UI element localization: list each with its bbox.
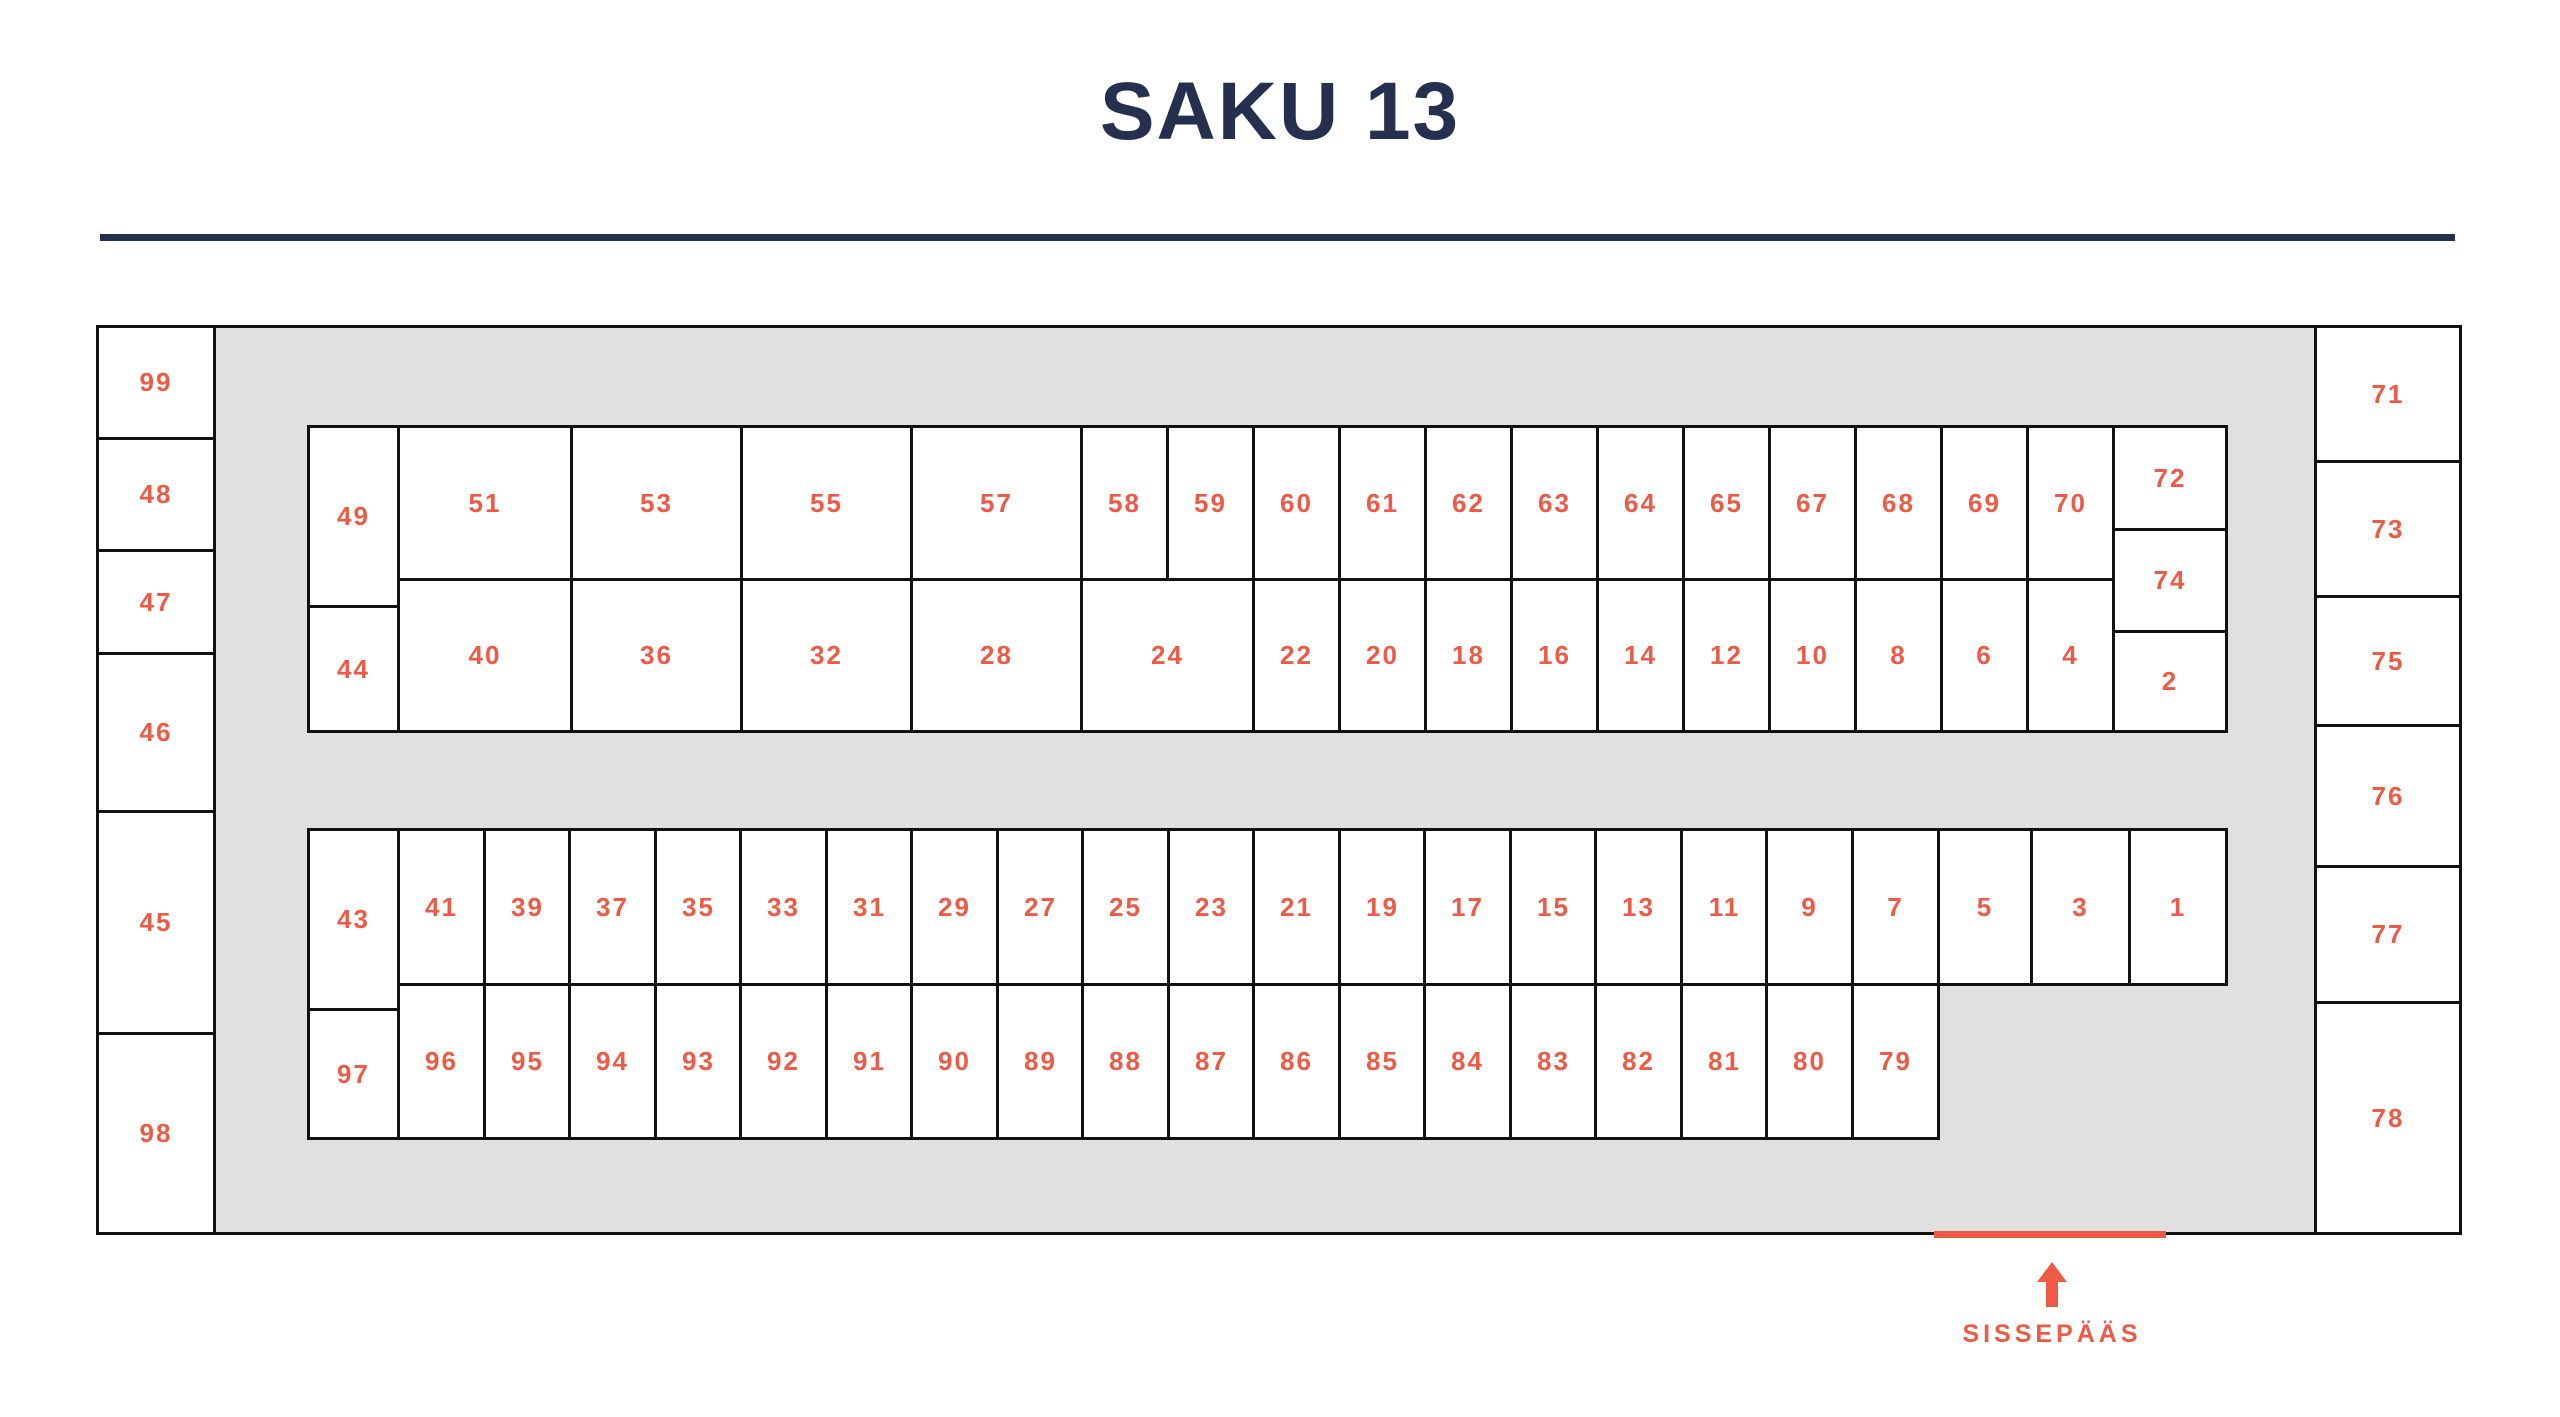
booth-32: 32 [740,578,913,733]
booth-46: 46 [96,652,216,813]
booth-33: 33 [739,828,828,986]
booth-8: 8 [1854,578,1943,733]
booth-86: 86 [1252,983,1341,1140]
booth-7: 7 [1851,828,1940,986]
booth-23: 23 [1167,828,1256,986]
booth-47: 47 [96,549,216,655]
booth-88: 88 [1081,983,1170,1140]
booth-28: 28 [910,578,1083,733]
booth-67: 67 [1768,425,1857,581]
title-divider [100,234,2455,241]
booth-31: 31 [825,828,914,986]
booth-94: 94 [568,983,657,1140]
booth-40: 40 [397,578,573,733]
booth-70: 70 [2026,425,2115,581]
entrance-gap-line [1934,1231,2166,1238]
booth-22: 22 [1252,578,1341,733]
booth-10: 10 [1768,578,1857,733]
booth-4: 4 [2026,578,2115,733]
booth-81: 81 [1680,983,1769,1140]
booth-62: 62 [1424,425,1513,581]
booth-19: 19 [1338,828,1427,986]
booth-11: 11 [1680,828,1769,986]
booth-87: 87 [1167,983,1256,1140]
booth-90: 90 [910,983,999,1140]
booth-21: 21 [1252,828,1341,986]
booth-18: 18 [1424,578,1513,733]
booth-2: 2 [2112,630,2228,733]
booth-76: 76 [2314,724,2462,868]
booth-91: 91 [825,983,914,1140]
booth-89: 89 [996,983,1085,1140]
booth-84: 84 [1423,983,1512,1140]
booth-35: 35 [654,828,743,986]
booth-77: 77 [2314,865,2462,1004]
booth-97: 97 [307,1008,400,1140]
booth-58: 58 [1080,425,1169,581]
booth-24: 24 [1080,578,1255,733]
booth-69: 69 [1940,425,2029,581]
booth-43: 43 [307,828,400,1011]
booth-27: 27 [996,828,1085,986]
booth-17: 17 [1423,828,1512,986]
booth-83: 83 [1509,983,1598,1140]
booth-75: 75 [2314,595,2462,727]
booth-39: 39 [483,828,572,986]
booth-60: 60 [1252,425,1341,581]
booth-64: 64 [1596,425,1685,581]
booth-99: 99 [96,325,216,440]
booth-55: 55 [740,425,913,581]
booth-14: 14 [1596,578,1685,733]
booth-80: 80 [1765,983,1854,1140]
booth-68: 68 [1854,425,1943,581]
booth-29: 29 [910,828,999,986]
booth-15: 15 [1509,828,1598,986]
booth-63: 63 [1510,425,1599,581]
booth-95: 95 [483,983,572,1140]
booth-74: 74 [2112,528,2228,633]
booth-85: 85 [1338,983,1427,1140]
booth-20: 20 [1338,578,1427,733]
booth-36: 36 [570,578,743,733]
booth-48: 48 [96,437,216,552]
booth-65: 65 [1682,425,1771,581]
booth-57: 57 [910,425,1083,581]
booth-45: 45 [96,810,216,1035]
entrance-arrow-head [2037,1262,2067,1282]
booth-25: 25 [1081,828,1170,986]
booth-61: 61 [1338,425,1427,581]
entrance-label: SISSEPÄÄS [1962,1320,2142,1348]
booth-98: 98 [96,1032,216,1235]
booth-49: 49 [307,425,400,608]
booth-3: 3 [2030,828,2131,986]
booth-82: 82 [1594,983,1683,1140]
booth-9: 9 [1765,828,1854,986]
booth-93: 93 [654,983,743,1140]
booth-59: 59 [1166,425,1255,581]
booth-41: 41 [397,828,486,986]
booth-71: 71 [2314,325,2462,463]
booth-1: 1 [2128,828,2228,986]
booth-16: 16 [1510,578,1599,733]
booth-44: 44 [307,605,400,733]
booth-37: 37 [568,828,657,986]
booth-79: 79 [1851,983,1940,1140]
booth-5: 5 [1937,828,2033,986]
booth-51: 51 [397,425,573,581]
booth-96: 96 [397,983,486,1140]
booth-53: 53 [570,425,743,581]
booth-73: 73 [2314,460,2462,598]
entrance-arrow-stem [2046,1281,2058,1307]
booth-12: 12 [1682,578,1771,733]
booth-92: 92 [739,983,828,1140]
entrance-arrow-icon [2032,1262,2072,1310]
booth-78: 78 [2314,1001,2462,1235]
booth-6: 6 [1940,578,2029,733]
booth-72: 72 [2112,425,2228,531]
booth-13: 13 [1594,828,1683,986]
page-title: SAKU 13 [1099,66,1461,157]
